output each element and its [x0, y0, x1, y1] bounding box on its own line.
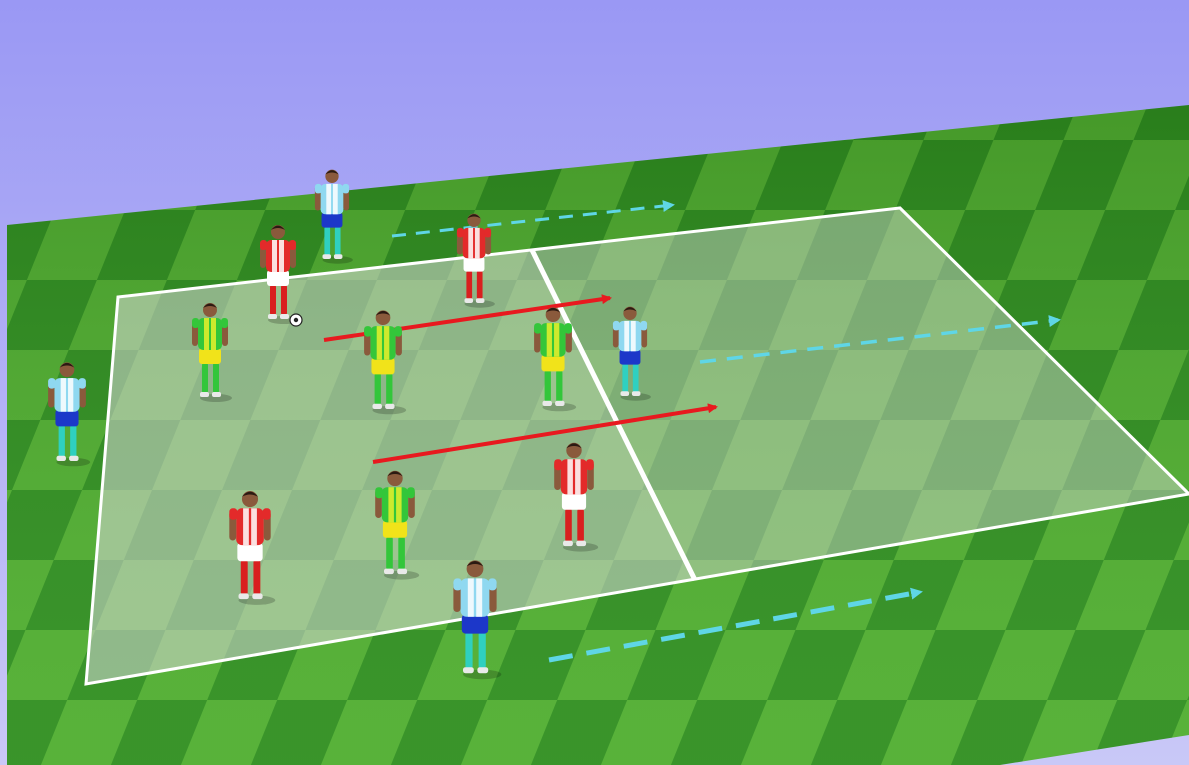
- ball: [290, 314, 302, 326]
